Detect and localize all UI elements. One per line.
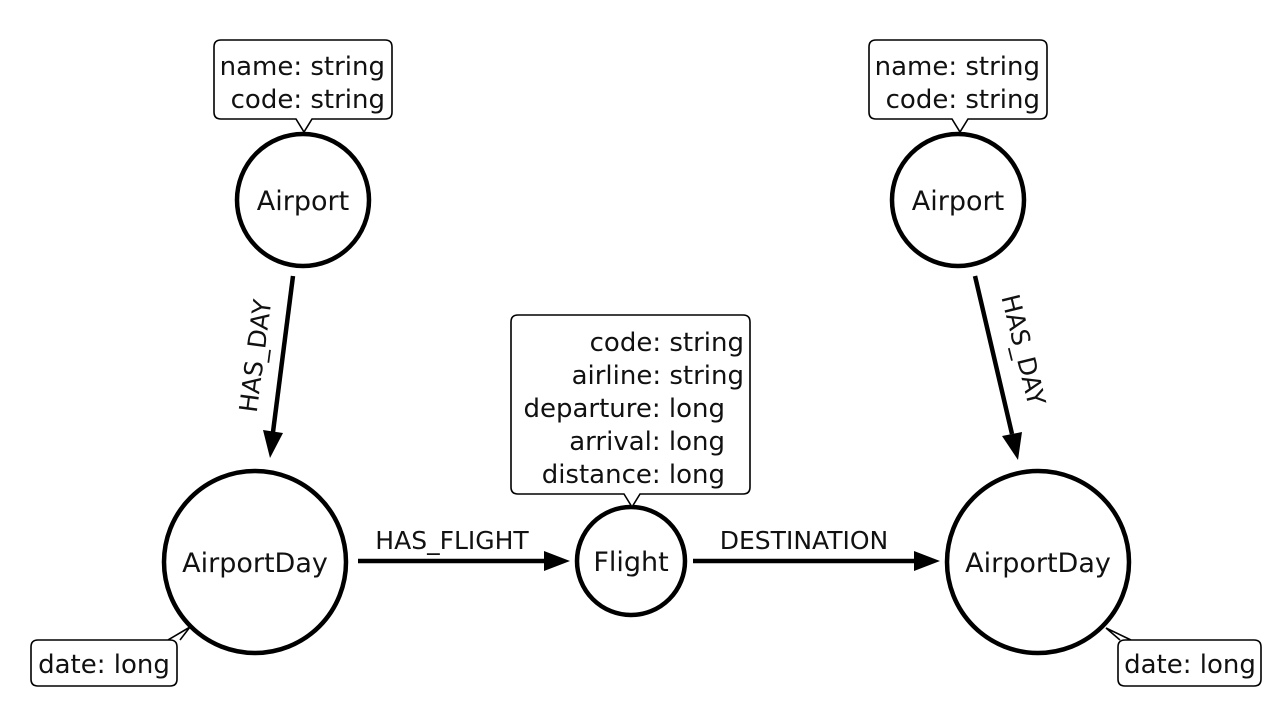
edge-has-day-right-arrowhead [1002,432,1022,460]
props-airport-right: name: string code: string [868,39,1048,134]
node-airport-left-circle [234,131,372,269]
node-airport-right-circle [889,131,1027,269]
props-airportday-right-callout [1105,627,1262,687]
props-flight-line-5: distance: long [542,460,725,490]
props-flight: code: string airline: string departure: … [510,314,751,509]
edge-has-day-left-label: HAS_DAY [234,297,278,414]
props-airport-left-line-2: code: string [231,85,385,115]
props-airport-left: name: string code: string [213,39,393,134]
props-airport-right-callout [868,39,1048,134]
node-airportday-right-circle [944,468,1132,656]
node-airportday-left-circle [161,468,349,656]
props-airportday-right-line-1: date: long [1124,650,1256,680]
edge-has-flight-label: HAS_FLIGHT [375,526,529,555]
node-airport-right-label: Airport [912,186,1004,217]
node-airport-left-label: Airport [257,186,349,217]
props-flight-line-3: departure: long [523,394,725,424]
props-airportday-left-line-1: date: long [38,650,170,680]
edge-has-day-left-arrowhead [263,430,283,458]
node-airportday-right-label: AirportDay [965,548,1111,579]
props-airportday-left-callout [30,626,191,687]
node-airportday-left: AirportDay [161,468,349,656]
props-flight-callout [510,314,751,509]
props-airportday-left: date: long [30,626,191,687]
node-flight-label: Flight [593,547,668,578]
edge-destination-label: DESTINATION [720,526,888,555]
props-airportday-right: date: long [1105,627,1262,687]
edge-destination-arrowhead [914,551,940,571]
edge-has-flight-arrowhead [544,551,570,571]
node-airportday-left-label: AirportDay [182,548,328,579]
props-airport-right-line-2: code: string [886,85,1040,115]
edge-has-day-right-line [972,275,1015,435]
node-flight-circle [574,504,688,618]
node-airport-left: Airport [234,131,372,269]
node-airport-right: Airport [889,131,1027,269]
props-airport-left-line-1: name: string [220,52,385,82]
props-flight-line-2: airline: string [572,361,744,391]
edge-destination: DESTINATION [693,526,940,571]
edge-has-flight: HAS_FLIGHT [358,526,570,571]
edge-has-day-right: HAS_DAY [972,275,1051,460]
node-flight: Flight [574,504,688,618]
node-airportday-right: AirportDay [944,468,1132,656]
edge-has-day-left: HAS_DAY [234,275,296,458]
props-flight-line-1: code: string [590,328,744,358]
props-flight-line-4: arrival: long [569,427,725,457]
edge-has-day-left-line [270,275,296,433]
props-airport-left-callout [213,39,393,134]
props-airport-right-line-1: name: string [875,52,1040,82]
